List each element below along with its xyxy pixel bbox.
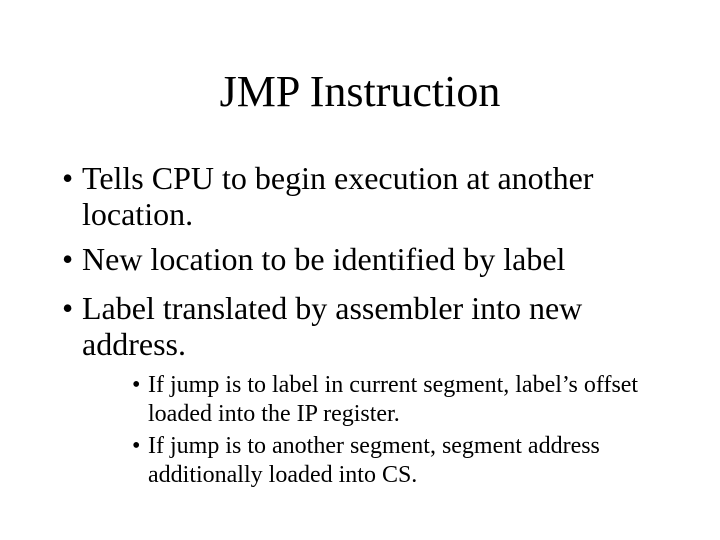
bullet-line: location.: [82, 196, 194, 232]
bullet-line: If jump is to label in current segment, …: [148, 372, 639, 398]
bullet-item: • Tells CPU to begin execution at anothe…: [54, 160, 674, 232]
bullet-line: additionally loaded into CS.: [148, 462, 418, 488]
bullet-icon: •: [62, 290, 74, 326]
bullet-line: If jump is to another segment, segment a…: [148, 433, 600, 459]
sub-bullet-item: • If jump is to another segment, segment…: [54, 432, 674, 490]
bullet-icon: •: [62, 241, 74, 277]
bullet-line: New location to be identified by label: [82, 241, 566, 277]
bullet-icon: •: [132, 372, 141, 398]
bullet-line: Tells CPU to begin execution at another: [82, 160, 594, 196]
bullet-line: Label translated by assembler into new: [82, 290, 583, 326]
bullet-item: • Label translated by assembler into new…: [54, 290, 674, 362]
bullet-icon: •: [132, 433, 141, 459]
slide-body: • Tells CPU to begin execution at anothe…: [54, 160, 674, 490]
bullet-item: • New location to be identified by label: [54, 241, 674, 277]
bullet-line: address.: [82, 326, 186, 362]
bullet-icon: •: [62, 160, 74, 196]
slide-title: JMP Instruction: [219, 67, 501, 116]
sub-bullet-item: • If jump is to label in current segment…: [54, 371, 674, 429]
bullet-line: loaded into the IP register.: [148, 401, 400, 427]
